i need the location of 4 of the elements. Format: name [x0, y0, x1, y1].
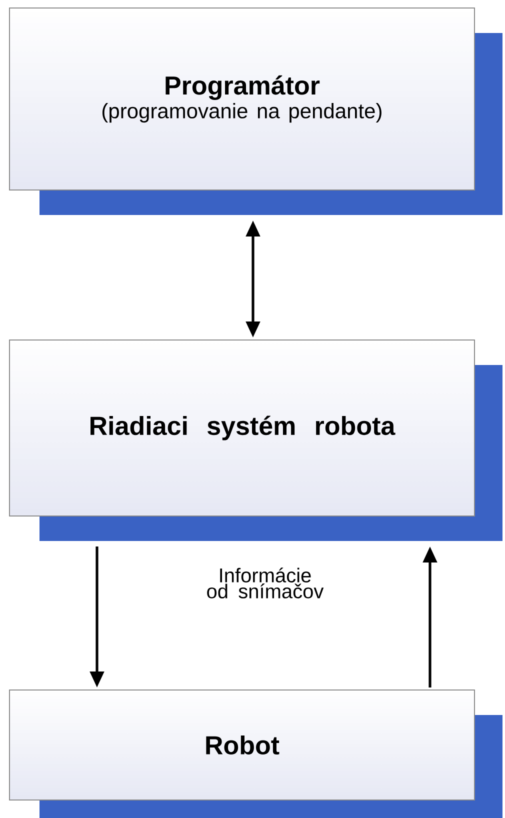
- arrow-label: Informácie od snímačov: [207, 568, 324, 598]
- process-box: Programátor (programovanie na pendante): [9, 8, 502, 215]
- process-box: Robot: [9, 690, 502, 818]
- process-box: Riadiaci systém robota: [9, 340, 502, 541]
